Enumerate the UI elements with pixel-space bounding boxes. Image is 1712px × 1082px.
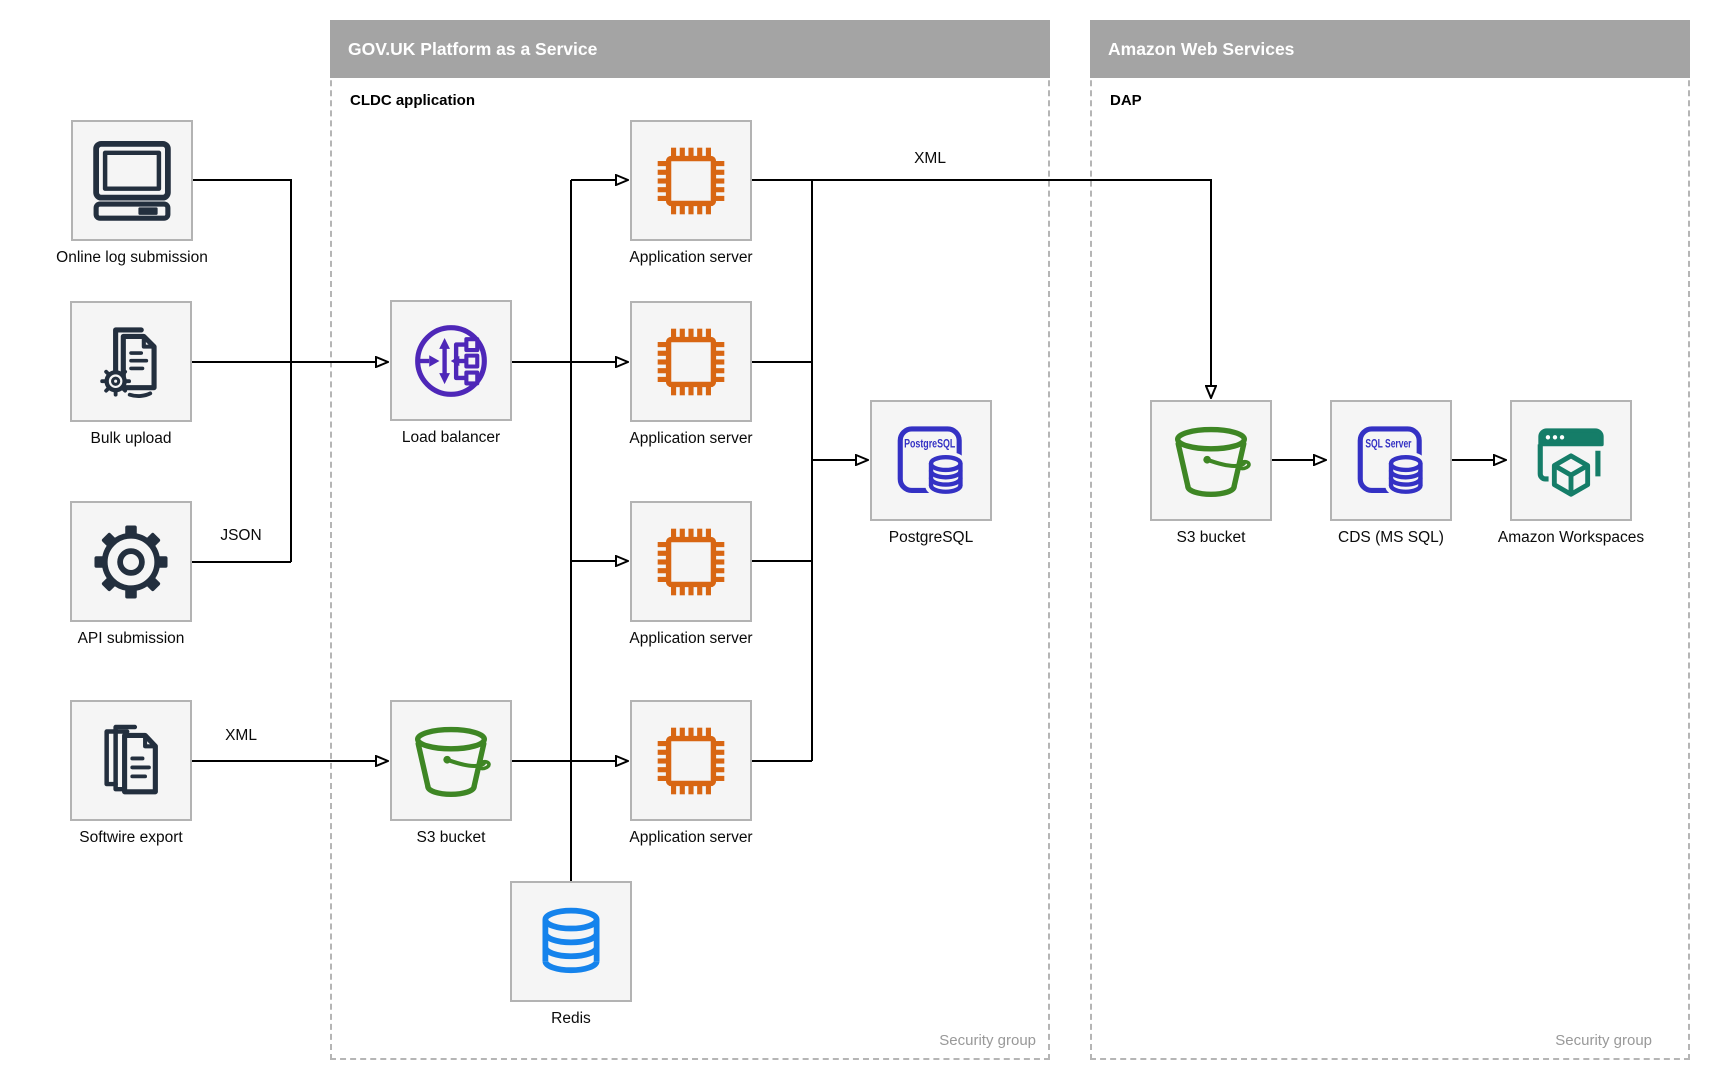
icon-box xyxy=(70,700,192,821)
sql-server-database-icon: SQL Server xyxy=(1357,425,1427,497)
icon-box xyxy=(510,881,632,1002)
chip-icon xyxy=(657,528,725,595)
node-app-server-1: Application server xyxy=(629,120,753,266)
node-redis: Redis xyxy=(510,881,632,1027)
node-s3-bucket-paas: S3 bucket xyxy=(390,700,512,846)
paas-container: GOV.UK Platform as a Service CLDC applic… xyxy=(330,20,1050,1060)
node-app-server-2: Application server xyxy=(629,301,753,447)
postgresql-database-icon: PostgreSQL xyxy=(897,425,967,497)
node-amazon-workspaces: Amazon Workspaces xyxy=(1498,400,1644,546)
paas-header-bar: GOV.UK Platform as a Service xyxy=(330,20,1050,78)
node-postgresql: PostgreSQL PostgreSQL xyxy=(870,400,992,546)
node-label: Online log submission xyxy=(56,249,208,266)
aws-sublabel: DAP xyxy=(1110,92,1142,109)
node-api-submission: API submission xyxy=(70,501,192,647)
s3-bucket-icon xyxy=(1174,426,1251,497)
load-balancer-icon xyxy=(415,324,487,397)
node-softwire-export: Softwire export xyxy=(70,700,192,846)
icon-box: SQL Server xyxy=(1330,400,1452,521)
node-label: S3 bucket xyxy=(1176,529,1246,546)
node-label: Application server xyxy=(629,630,753,647)
document-gear-icon xyxy=(100,326,157,398)
node-label: Amazon Workspaces xyxy=(1497,529,1645,546)
node-label: PostgreSQL xyxy=(888,529,974,546)
gear-icon xyxy=(94,524,168,599)
documents-stack-icon xyxy=(104,724,158,794)
node-cds-mssql: SQL Server CDS (MS SQL) xyxy=(1330,400,1452,546)
node-label: Load balancer xyxy=(401,429,501,446)
icon-box xyxy=(390,300,512,421)
icon-box xyxy=(630,501,752,622)
paas-sublabel: CLDC application xyxy=(350,92,476,109)
aws-security-group-label: Security group xyxy=(1555,1032,1652,1049)
paas-security-group-label: Security group xyxy=(939,1032,1036,1049)
icon-box xyxy=(71,120,193,241)
chip-icon xyxy=(657,727,725,794)
node-bulk-upload: Bulk upload xyxy=(70,301,192,447)
paas-title: GOV.UK Platform as a Service xyxy=(348,38,598,59)
node-label: CDS (MS SQL) xyxy=(1338,529,1444,546)
node-label: Bulk upload xyxy=(90,430,172,447)
database-cylinder-icon xyxy=(542,907,600,973)
node-label: Redis xyxy=(551,1010,591,1027)
icon-box xyxy=(630,700,752,821)
sql-server-badge-text: SQL Server xyxy=(1365,437,1411,450)
icon-box xyxy=(630,301,752,422)
edge-label-json: JSON xyxy=(220,527,262,544)
node-label: S3 bucket xyxy=(416,829,486,846)
icon-box xyxy=(1150,400,1272,521)
node-app-server-4: Application server xyxy=(629,700,753,846)
icon-box: PostgreSQL xyxy=(870,400,992,521)
edge-onlinelog-merge xyxy=(193,179,292,562)
node-label: Application server xyxy=(629,829,753,846)
edge-label-xml-softwire: XML xyxy=(225,727,257,744)
workspaces-icon xyxy=(1537,427,1604,500)
icon-box xyxy=(390,700,512,821)
node-label: API submission xyxy=(77,630,185,647)
aws-container: Amazon Web Services DAP Security group xyxy=(1090,20,1690,1060)
icon-box xyxy=(1510,400,1632,521)
s3-bucket-icon xyxy=(414,726,491,797)
node-online-log-submission: Online log submission xyxy=(56,120,208,266)
node-s3-bucket-aws: S3 bucket xyxy=(1150,400,1272,546)
desktop-computer-icon xyxy=(93,140,171,221)
node-label: Softwire export xyxy=(79,829,183,846)
edge-label-xml-app: XML xyxy=(914,150,946,167)
node-label: Application server xyxy=(629,249,753,266)
icon-box xyxy=(630,120,752,241)
node-app-server-3: Application server xyxy=(629,501,753,647)
aws-header-bar: Amazon Web Services xyxy=(1090,20,1690,78)
aws-title: Amazon Web Services xyxy=(1108,38,1295,59)
node-load-balancer: Load balancer xyxy=(390,300,512,446)
icon-box xyxy=(70,501,192,622)
chip-icon xyxy=(657,328,725,395)
icon-box xyxy=(70,301,192,422)
postgresql-badge-text: PostgreSQL xyxy=(904,437,955,450)
node-label: Application server xyxy=(629,430,753,447)
chip-icon xyxy=(657,147,725,214)
